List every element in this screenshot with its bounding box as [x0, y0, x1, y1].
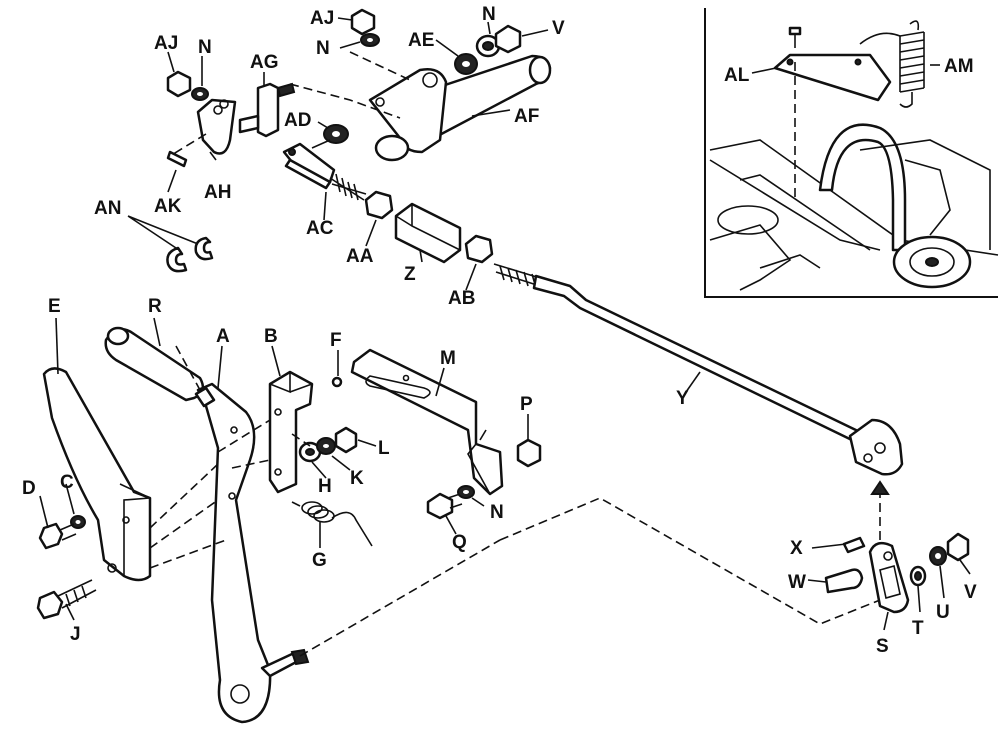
label-n-top: N — [316, 38, 330, 59]
label-d: D — [22, 478, 36, 499]
label-af: AF — [514, 106, 539, 127]
stud-ag — [256, 82, 280, 138]
ball-f — [331, 376, 343, 388]
spring-am — [859, 20, 925, 108]
bracket-b — [268, 370, 314, 494]
label-s: S — [876, 636, 889, 657]
label-l: L — [378, 438, 390, 459]
pin-x — [842, 536, 866, 554]
inset-frame — [704, 8, 998, 298]
label-m: M — [440, 348, 456, 369]
bolt-q — [426, 492, 454, 520]
label-c: C — [60, 472, 74, 493]
label-ab: AB — [448, 288, 475, 309]
coupler-z — [394, 202, 462, 264]
label-f: F — [330, 330, 342, 351]
label-a: A — [216, 326, 230, 347]
label-z: Z — [404, 264, 416, 285]
label-ae: AE — [408, 30, 434, 51]
pin-w — [824, 568, 864, 594]
spring-g — [291, 501, 373, 547]
clip-an-2 — [194, 236, 214, 261]
label-p: P — [520, 394, 533, 415]
label-ad: AD — [284, 110, 311, 131]
label-k: K — [350, 468, 364, 489]
nut-p — [516, 438, 542, 468]
nut-ab — [464, 234, 494, 264]
label-b: B — [264, 326, 278, 347]
label-an: AN — [94, 198, 121, 219]
bolt-d — [38, 522, 64, 550]
nut-v-bottom — [946, 532, 970, 562]
label-ac: AC — [306, 218, 334, 239]
label-aj-top: AJ — [310, 8, 334, 29]
lever-a — [196, 382, 272, 724]
label-h: H — [318, 476, 332, 497]
label-g: G — [312, 550, 327, 571]
clip-an-1 — [166, 246, 188, 273]
bracket-ah — [196, 98, 237, 155]
nut-aj-left — [166, 70, 192, 98]
label-n-bottom: N — [490, 502, 504, 523]
label-v-bottom: V — [964, 582, 977, 603]
label-u: U — [936, 602, 950, 623]
label-v-top: V — [552, 18, 565, 39]
inset-detail — [704, 8, 999, 298]
label-t: T — [912, 618, 924, 639]
label-y: Y — [676, 388, 689, 409]
clevis-ac — [282, 139, 367, 201]
label-aa: AA — [346, 246, 374, 267]
label-j: J — [70, 624, 81, 645]
label-ak: AK — [154, 196, 182, 217]
plate-m — [350, 348, 504, 496]
label-r: R — [148, 296, 162, 317]
label-aj-left: AJ — [154, 33, 178, 54]
label-al: AL — [724, 65, 750, 86]
label-q: Q — [452, 532, 467, 553]
label-e: E — [48, 296, 61, 317]
label-n-right: N — [482, 4, 496, 25]
label-am: AM — [944, 56, 974, 77]
label-n-left: N — [198, 37, 212, 58]
arrow-up — [870, 480, 890, 495]
bolt-j — [36, 590, 64, 620]
rod-y — [493, 263, 904, 476]
nut-aj-top — [350, 8, 376, 36]
shaft-af — [368, 54, 552, 162]
nut-aa — [364, 190, 394, 220]
nut-l — [334, 426, 358, 454]
label-ah: AH — [204, 182, 231, 203]
label-x: X — [790, 538, 803, 559]
label-ag: AG — [250, 52, 279, 73]
label-w: W — [788, 572, 806, 593]
nut-v-top — [494, 24, 522, 54]
pin-ak — [166, 150, 188, 168]
plate-al — [773, 53, 892, 102]
